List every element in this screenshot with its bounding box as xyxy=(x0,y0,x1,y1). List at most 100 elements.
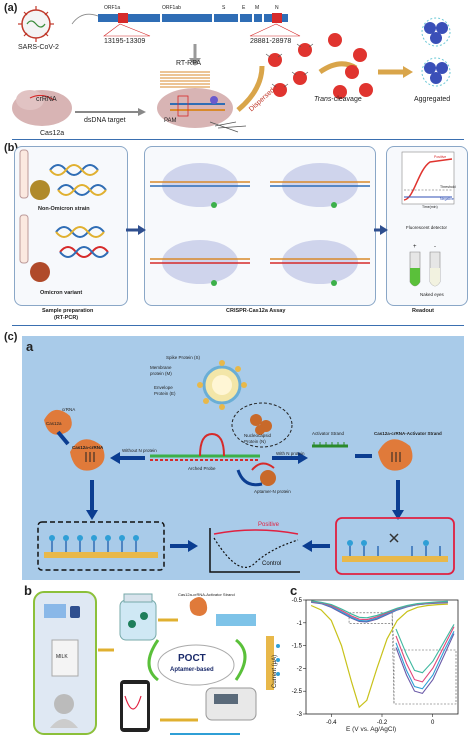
cas12a-label: Cas12a xyxy=(40,130,65,137)
time-axis-label: Time(min) xyxy=(422,205,438,209)
panel-a-graphics xyxy=(12,6,451,133)
divider-b xyxy=(12,325,464,326)
milk-label: MILK xyxy=(56,654,68,660)
aptamer-label: Aptamer-N protein xyxy=(254,489,291,494)
inset-line-c xyxy=(395,631,455,690)
cas12a-icon xyxy=(12,90,72,126)
assay-label: CRISPR-Cas12a Assay xyxy=(226,308,286,314)
cas12a-cb-icon xyxy=(189,597,208,616)
strain-bottom-label: Omicron variant xyxy=(40,290,83,296)
aptamer-based-label: Aptamer-based xyxy=(170,667,214,673)
complex-left-label: Cas12a-crRNA xyxy=(72,445,104,450)
genome-bar xyxy=(71,12,288,25)
positive-c-label: Positive xyxy=(258,522,280,528)
range-right: 28881-28978 xyxy=(250,38,292,45)
readout-label: Readout xyxy=(412,308,434,314)
range-left: 13195-13309 xyxy=(104,38,146,45)
person-icon xyxy=(50,694,78,728)
control-c-label: Control xyxy=(262,561,282,567)
cas12a-c-label: Cas12a xyxy=(46,421,62,426)
strain-top-label: Non-Omicron strain xyxy=(38,206,90,212)
dispersed-particles-icon xyxy=(265,43,314,97)
phone-icon xyxy=(120,680,150,732)
plus-label: + xyxy=(413,244,417,250)
sample-tube-icon xyxy=(19,149,29,264)
fluorescence-plot xyxy=(401,151,455,205)
x-tick-label: 0 xyxy=(431,720,435,726)
nucleocapsid-label-2: Protein (N) xyxy=(244,439,266,444)
activator-strand-icon xyxy=(312,442,348,448)
prep-label-2: (RT-PCR) xyxy=(54,315,79,321)
activator-label: Activator Strand xyxy=(312,431,345,436)
gene-s: S xyxy=(222,5,226,11)
x-tick-label: -0.4 xyxy=(326,720,337,726)
state-cleavage-rest: -cleavage xyxy=(331,96,362,103)
y-tick-label: -1 xyxy=(297,621,303,627)
virus-non-omicron-icon xyxy=(30,180,50,200)
milk-carton-icon xyxy=(51,639,79,677)
state-cleavage: Trans-cleavage xyxy=(314,96,362,103)
nucleocapsid-icon xyxy=(250,414,272,435)
positive-label: Positive xyxy=(434,155,447,159)
panel-b-graphics xyxy=(19,149,455,287)
electrode-left-icon xyxy=(44,535,158,558)
panel-c-graphics xyxy=(37,360,455,575)
nucleocapsid-label-1: Nucleocapsid xyxy=(244,433,272,438)
virion-icon xyxy=(197,360,247,410)
divider-a xyxy=(12,139,464,140)
fluor-label: Fluorescent detector xyxy=(406,225,448,230)
y-tick-label: -2.5 xyxy=(292,689,303,695)
state-aggregated: Aggregated xyxy=(414,96,451,103)
gene-m: M xyxy=(255,5,260,11)
membrane-label-2: protein (M) xyxy=(150,371,172,376)
strip-icon xyxy=(216,614,256,626)
x-tick-label: -0.2 xyxy=(377,720,388,726)
series-line-e xyxy=(311,600,448,619)
gene-orf1ab: ORF1ab xyxy=(162,5,181,11)
zoom-box xyxy=(348,612,393,625)
dpv-mini-plot xyxy=(209,528,300,573)
naked-label: Naked eyes xyxy=(420,292,444,297)
gene-n: N xyxy=(275,5,279,11)
state-cleavage-italic: Trans xyxy=(314,96,332,103)
prep-label-1: Sample preparation xyxy=(42,308,94,314)
panel-cc-sub: c xyxy=(290,583,298,598)
inset-line-d xyxy=(395,626,455,683)
inset-frame xyxy=(393,649,457,705)
cas12a-activator-icon xyxy=(378,439,413,471)
arched-probe-label: Arched Probe xyxy=(188,466,216,471)
virus-omicron-icon xyxy=(30,262,50,282)
cas12a-icon xyxy=(44,409,72,435)
membrane-label-1: Membrane xyxy=(150,365,172,370)
aptamer-n-icon xyxy=(251,462,276,486)
y-tick-label: -3 xyxy=(297,712,303,718)
envelope-label-1: Envelope xyxy=(154,385,173,390)
panel-c-label: (c) xyxy=(4,331,18,343)
virus-icon xyxy=(18,6,54,42)
readout-tubes-icon xyxy=(409,251,441,287)
assay-complex-icon xyxy=(150,163,370,286)
sample-prep-box xyxy=(14,146,128,306)
threshold-label: Threshold xyxy=(440,185,456,189)
with-n-label: With N protein xyxy=(276,451,305,456)
inset-line-b xyxy=(395,633,455,695)
cb-complex-label: Cas12a-crRNA-Activator Strand xyxy=(178,592,235,597)
amplicon-stack-icon xyxy=(160,71,210,88)
jar-icon xyxy=(119,593,157,641)
arched-probe-icon xyxy=(150,432,260,461)
chart-xlabel: E (V vs. Ag/AgCl) xyxy=(346,726,397,733)
envelope-label-2: Protein (E) xyxy=(154,391,176,396)
electrode-strip-icon xyxy=(266,636,280,690)
electrode-right-icon xyxy=(342,533,448,562)
panel-c-sub-a: a xyxy=(26,339,34,354)
panel-a-label: (a) xyxy=(4,2,18,14)
minus-label: - xyxy=(434,244,436,250)
y-tick-label: -2 xyxy=(297,666,303,672)
target-label: dsDNA target xyxy=(84,117,126,124)
y-tick-label: -0.5 xyxy=(292,598,303,604)
pam-label: PAM xyxy=(164,118,177,124)
crrna-c-label: crRNA xyxy=(62,407,76,412)
method-label: RT-RPA xyxy=(176,60,202,67)
swab-icon xyxy=(44,604,80,618)
